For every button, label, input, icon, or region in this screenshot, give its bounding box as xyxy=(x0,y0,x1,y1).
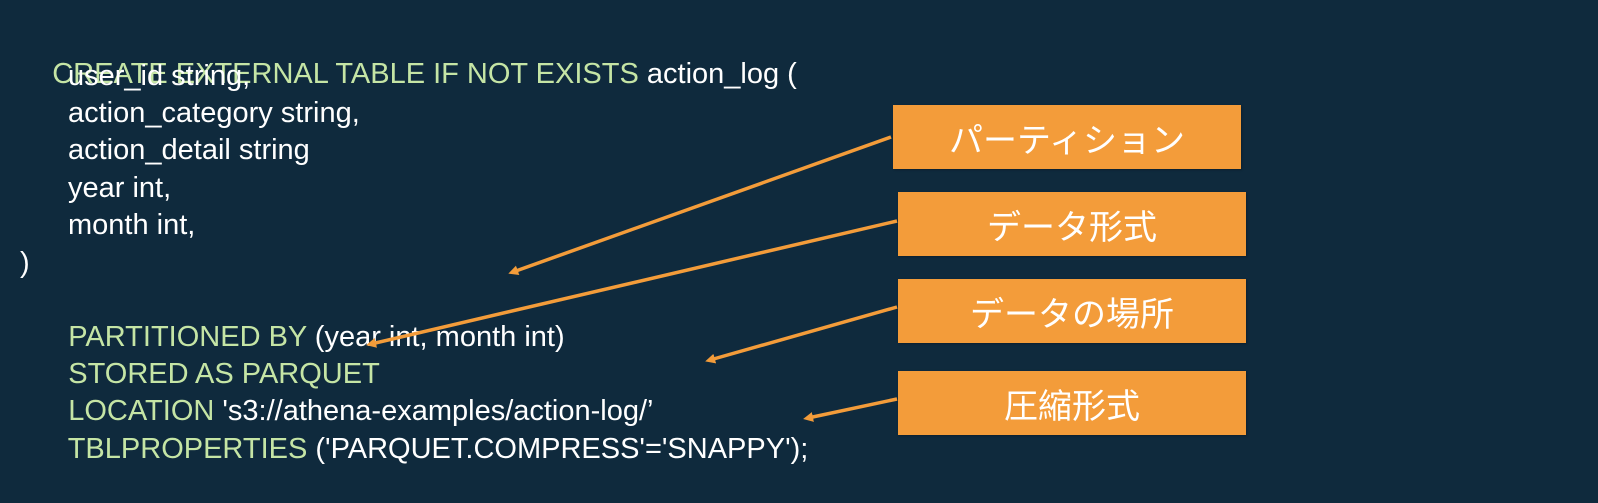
location-path: 's3://athena-examples/action-log/’ xyxy=(214,395,654,427)
code-line-action-detail: action_detail string xyxy=(68,134,310,166)
label-partition: パーティション xyxy=(893,105,1241,169)
keyword-stored-as-parquet: STORED AS PARQUET xyxy=(68,358,380,390)
code-line-location: LOCATION 's3://athena-examples/action-lo… xyxy=(36,357,654,465)
annotation-arrows xyxy=(366,135,898,422)
arrow-data-format xyxy=(366,219,898,348)
diagram-canvas: CREATE EXTERNAL TABLE IF NOT EXISTS acti… xyxy=(20,20,1246,465)
code-line-create: CREATE EXTERNAL TABLE IF NOT EXISTS acti… xyxy=(20,20,797,128)
keyword-create-external-table: CREATE EXTERNAL TABLE IF NOT EXISTS xyxy=(52,58,639,90)
table-name: action_log ( xyxy=(638,58,797,90)
code-line-year: year int, xyxy=(68,172,172,204)
keyword-partitioned-by: PARTITIONED BY xyxy=(68,321,307,353)
label-compression-format: 圧縮形式 xyxy=(898,371,1246,435)
code-line-user-id: user_id string, xyxy=(68,60,251,92)
code-line-stored-as: STORED AS PARQUET xyxy=(36,320,380,428)
label-data-format: データ形式 xyxy=(898,192,1246,256)
arrow-partition xyxy=(508,135,892,276)
arrow-data-location xyxy=(705,305,898,364)
label-data-location: データの場所 xyxy=(898,279,1246,343)
code-line-close-paren: ) xyxy=(20,247,30,279)
keyword-location: LOCATION xyxy=(68,395,215,427)
code-line-action-category: action_category string, xyxy=(68,97,360,129)
code-line-month: month int, xyxy=(68,209,196,241)
arrow-compression-format xyxy=(803,397,898,422)
